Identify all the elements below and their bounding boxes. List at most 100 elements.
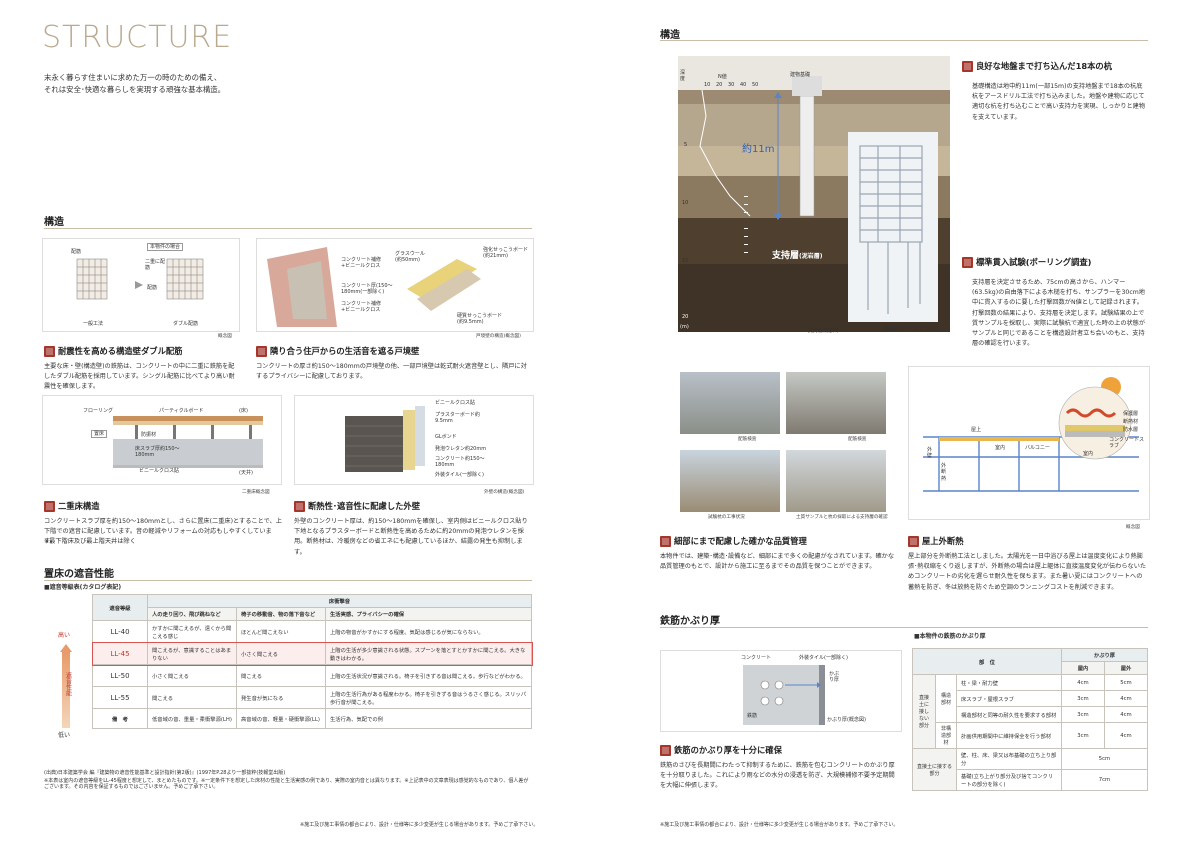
footer-note-left: ※施工及び施工事情の都合により、設計・仕様等に多少変更が生じる場合があります。予…	[300, 822, 539, 828]
df-label-8: (天井)	[239, 470, 253, 476]
sound-table-title: ■遮音等級表(カタログ表記)	[44, 584, 122, 591]
table-row: 基礎(立ち上がり部分及び捨てコンクリートの部分を除く) 7cm	[913, 769, 1148, 791]
figure-party-wall: コンクリート補修+ビニールクロス グラスウール(約50mm) 強化せっこうボード…	[256, 238, 534, 332]
photo-caption: 配筋検査	[848, 437, 867, 442]
cover-label-3: かぶり厚	[829, 671, 840, 684]
col-grade: 遮音等級	[92, 594, 148, 621]
photo-inspection-2	[786, 372, 886, 434]
figure-double-floor: フローリング パーティクルボード (床) 置床 防振材 床スラブ厚約150〜18…	[42, 395, 282, 485]
page-title: STRUCTURE	[42, 20, 233, 55]
feature-text-double-floor: コンクリートスラブ厚を約150〜180mmとし、さらに置床(二重床)とすることで…	[44, 518, 282, 546]
cover-label-4: 鉄筋	[747, 713, 758, 719]
col-group: 床衝撃音	[147, 594, 532, 608]
figure-roof-insulation: 屋上 室内 バルコニー 外壁 外断熱 保護層 断熱材 防水層 コンクリートスラブ…	[908, 366, 1150, 520]
df-label-5: 防振材	[141, 432, 157, 438]
insulation-icon	[294, 501, 305, 512]
df-label-1: フローリング	[83, 408, 114, 414]
table-row: LL-55 聞こえる発生音が気になる上階の生活行為がある程度わかる。椅子を引きず…	[92, 686, 532, 709]
cover-table-title: ■本物件の鉄筋のかぶり厚	[914, 633, 986, 640]
feature-title-piles: 良好な地盤まで打ち込んだ18本の杭	[962, 60, 1112, 72]
pile-illustration: 基礎杭イメージイラスト	[848, 132, 939, 332]
depth-tick: 20	[682, 314, 689, 320]
axis-high: 高い	[58, 632, 71, 639]
section-divider	[44, 228, 532, 229]
depth-axis-label: 深度	[680, 70, 686, 83]
figure-exterior-wall: ビニールクロス貼 プラスターボード約9.5mm GLボンド 発泡ウレタン約20m…	[294, 395, 534, 485]
depth-tick: 10	[682, 200, 689, 206]
df-label-2: パーティクルボード	[159, 408, 204, 414]
ew-label-5: コンクリート約150〜180mm	[435, 456, 485, 469]
roof-label-1: 屋上	[971, 427, 982, 433]
feature-title-party-wall: 隣り合う住戸からの生活音を遮る戸境壁	[256, 345, 419, 357]
party-wall-note: 戸境壁の構造(概念図)	[476, 334, 521, 339]
section-heading-sound: 置床の遮音性能	[44, 569, 114, 580]
caption-single: 一般工法	[83, 321, 104, 327]
roof-label-6: 保護層	[1123, 411, 1139, 417]
depth-unit: (m)	[680, 324, 689, 330]
floor-icon	[44, 501, 55, 512]
col-1: 人の走り回り、飛び跳ねなど	[147, 607, 237, 621]
df-label-3: (床)	[239, 408, 248, 414]
roof-insulation-svg	[923, 377, 1139, 492]
label-haikin: 配筋	[71, 249, 82, 255]
photo-soil-sample	[786, 450, 886, 512]
photo-test-pile	[680, 450, 780, 512]
exterior-wall-diagram	[345, 406, 425, 472]
col-2: 椅子の移動音、物の落下音など	[236, 607, 326, 621]
axis-low: 低い	[58, 732, 71, 739]
table-row-remarks: 備 考 低音域の音、重量・柔衝撃源(LH)高音域の音、軽量・硬衝撃源(LL)生活…	[92, 708, 532, 729]
pw-label-1: コンクリート補修+ビニールクロス	[341, 257, 382, 270]
ew-label-3: GLボンド	[435, 434, 457, 440]
label-nijuu: 二重に配筋	[145, 259, 166, 272]
roof-label-3: バルコニー	[1025, 445, 1050, 451]
axis-label: 遮音性能	[64, 672, 72, 696]
check-icon	[660, 536, 671, 547]
roof-label-7: 断熱材	[1123, 419, 1139, 425]
n-tick: 40	[740, 82, 747, 88]
rebar-diagram	[76, 258, 204, 300]
ew-label-1: ビニールクロス貼	[435, 400, 476, 406]
col-3: 生活実感、プライバシーの確保	[325, 607, 532, 621]
photo-caption: 配筋検査	[738, 437, 757, 442]
sound-disclaimer: ※本表は室内の遮音等級をLL-45程度と想定して、まとめたものです。※一定条件下…	[44, 778, 529, 791]
depth-tick: 5	[684, 142, 688, 148]
section-heading-structure-right: 構造	[660, 30, 680, 41]
axis-bar	[62, 652, 70, 728]
feature-title-exterior-wall: 断熱性･遮音性に配慮した外壁	[294, 500, 420, 512]
depth-note: 約11m	[742, 144, 775, 155]
photo-inspection-1	[680, 372, 780, 434]
section-divider	[44, 580, 532, 581]
label-haikin-2: 配筋	[147, 285, 158, 291]
pw-label-3: 強化せっこうボード(約21mm)	[483, 247, 529, 260]
feature-text-boring: 支持層を決定させるため、75cmの高さから、ハンマー(63.5kg)の自由落下に…	[972, 279, 1146, 348]
feature-title-roof: 屋上外断熱	[908, 535, 964, 547]
roof-label-9: コンクリートスラブ	[1109, 437, 1145, 450]
pw-label-5: コンクリート補修+ビニールクロス	[341, 301, 382, 314]
roof-label-4: 外壁	[927, 447, 933, 460]
double-floor-diagram	[113, 416, 263, 468]
df-label-7: ビニールクロス貼	[139, 468, 180, 474]
exterior-wall-note: 外壁の構造(概念図)	[484, 490, 525, 495]
feature-note-double-floor: ※最下階床及び最上階天井は除く	[44, 538, 136, 545]
wall-icon	[256, 346, 267, 357]
cover-label-1: コンクリート	[741, 655, 772, 661]
party-wall-diagram	[267, 247, 481, 327]
feature-text-double-rebar: 主要な床・壁(構造壁)の鉄筋は、コンクリートの中に二重に鉄筋を配したダブル配筋を…	[44, 363, 235, 391]
feature-text-quality: 本物件では、建築･構造･設備など、細部にまで多くの配慮がなされています。確かな品…	[660, 553, 895, 571]
table-row: 直接土に接する部分 壁、柱、床、梁又は布基礎の立ち上り部分 5cm	[912, 748, 1148, 791]
drill-icon	[962, 257, 973, 268]
lead-line-2: それは安全･快適な暮らしを実現する頑強な基本構造。	[44, 85, 226, 94]
table-row-highlight: LL-45 聞こえるが、意識することはあまりない小さく聞こえる上階の生活が多少意…	[91, 641, 533, 666]
feature-title-cover: 鉄筋のかぶり厚を十分に確保	[660, 744, 782, 756]
pile-caption: 基礎杭イメージイラスト	[884, 326, 939, 332]
ew-label-4: 発泡ウレタン約20mm	[435, 446, 487, 452]
pile-icon	[962, 61, 973, 72]
df-label-4: 置床	[91, 430, 108, 439]
photo-caption: 試験杭の工事状況	[708, 515, 745, 520]
label-kijun: 本物件の場合	[147, 243, 184, 252]
